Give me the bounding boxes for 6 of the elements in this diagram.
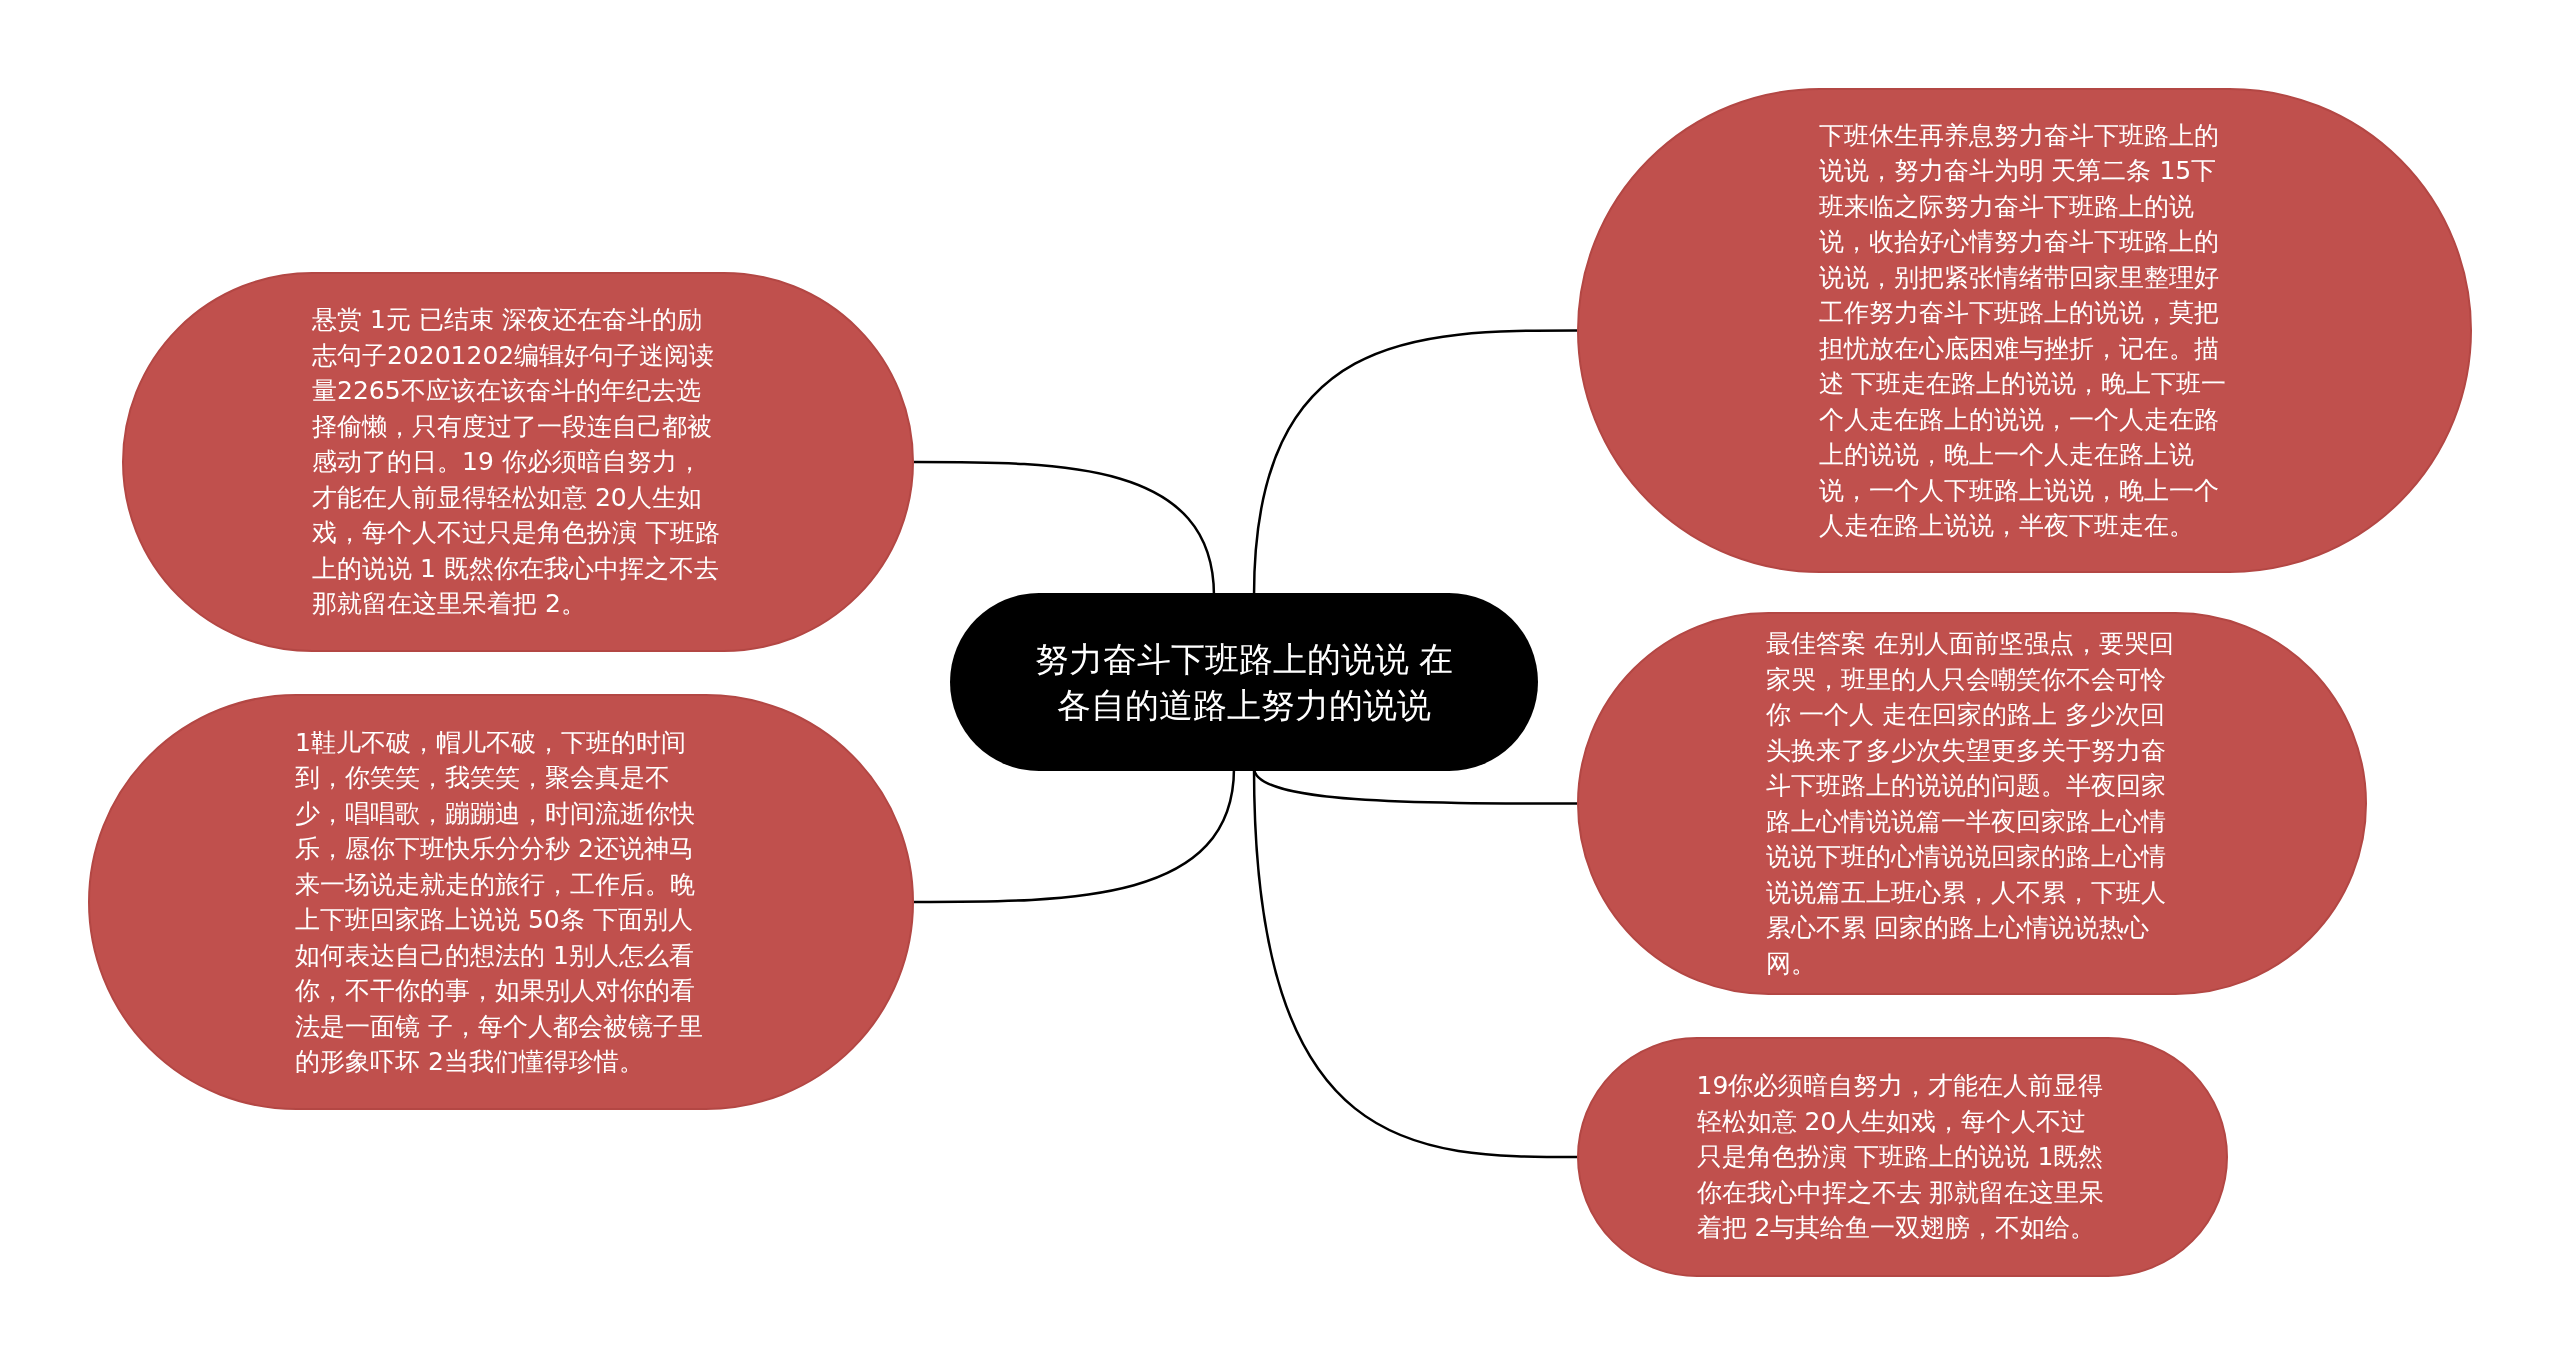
topic-title: 努力奋斗下班路上的说说 在各自的道路上努力的说说: [1033, 638, 1455, 727]
topic-text: 下班休生再养息努力奋斗下班路上的说说，努力奋斗为明 天第二条 15下班来临之际努力奋斗下班路上的说说，收拾好心情努力奋斗下班路上的说说，别把紧张情绪带回家里整理好工作努力奋斗下班路上的说说，莫把担忧放在心底困难与挫折，记在。描述 下班走在路上的说说，晚上下班一个人走在路上的说说，一个人走在路上的说说，晚上一个人走在路上说说，一个人下班路上说说，晚上一个人走在路上说说，半夜下班走在。: [1818, 119, 2228, 542]
topic-text: 1鞋儿不破，帽儿不破，下班的时间到，你笑笑，我笑笑，聚会真是不少，唱唱歌，蹦蹦迪，时间流逝你快乐，愿你下班快乐分分秒 2还说神马来一场说走就走的旅行，工作后。晚上下班回家路上说说 50条 下面别人如何表达自己的想法的 1别人怎么看你，不干你的事，如果别人对你的看法是一面镜 子，每个人都会被镜子里的形象吓坏 2当我们懂得珍惜。: [295, 726, 704, 1078]
topic-text: 悬赏 1元 已结束 深夜还在奋斗的励志句子20201202编辑好句子迷阅读量2265不应该在该奋斗的年纪去选择偷懒，只有度过了一段连自己都被感动了的日。19 你必须暗自努力，才能在人前显得轻松如意 20人生如戏，每个人不过只是角色扮演 下班路上的说说 1 既然你在我心中挥之不去那就留在这里呆着把 2。: [312, 304, 721, 621]
topic-text: 最佳答案 在别人面前坚强点，要哭回家哭，班里的人只会嘲笑你不会可怜你 一个人 走在回家的路上 多少次回头换来了多少次失望更多关于努力奋斗下班路上的说说的问题。半夜回家路上心情说说篇一半夜回家路上心情说说下班的心情说说回家的路上心情说说篇五上班心累，人不累，下班人累心不累 回家的路上心情说说热心网。: [1766, 628, 2175, 980]
topic-text: 19你必须暗自努力，才能在人前显得轻松如意 20人生如戏，每个人不过只是角色扮演 下班路上的说说 1既然你在我心中挥之不去 那就留在这里呆着把 2与其给鱼一双翅膀，不如给。: [1696, 1070, 2106, 1245]
